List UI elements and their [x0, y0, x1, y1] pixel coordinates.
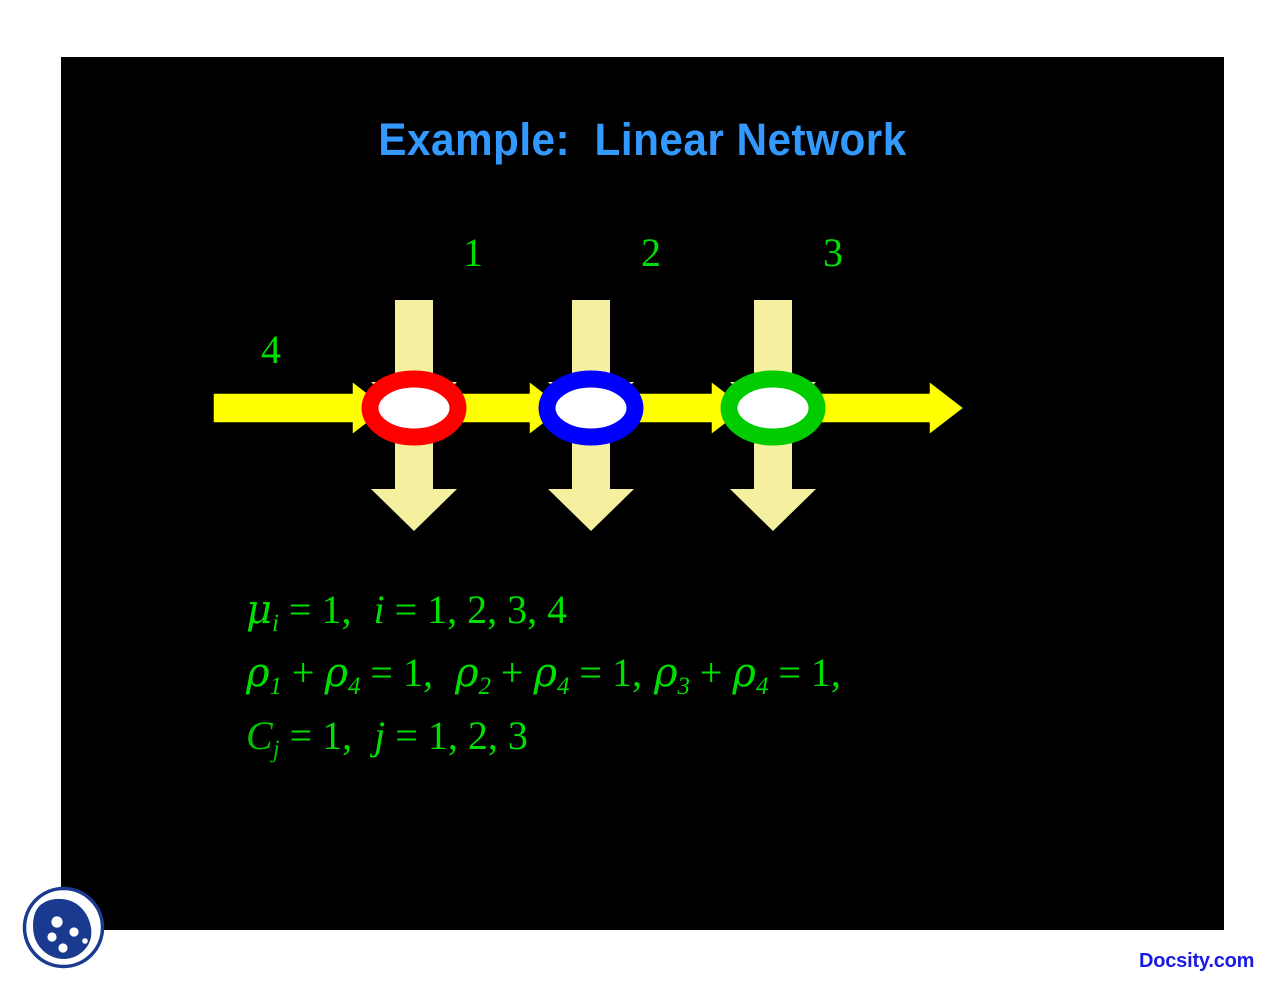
equals-operator-2: = [569, 650, 612, 695]
station-node-1[interactable] [361, 370, 467, 446]
rho-sum-value-2: 1, [611, 650, 642, 695]
station-node-2-ring [538, 370, 644, 446]
logo-chip-4 [58, 943, 68, 953]
inflow-link-label: 4 [261, 327, 281, 372]
flow-arrow-outflow [800, 379, 966, 437]
docsity-logo-svg [22, 886, 105, 969]
mu-equals-value: = 1, [278, 587, 352, 632]
output-arrow-node-2 [548, 420, 634, 531]
equation-line-3: Cj = 1,j = 1, 2, 3 [246, 713, 1146, 763]
index-i-symbol: i [373, 587, 385, 632]
index-j-range: = 1, 2, 3 [385, 713, 528, 758]
equation-line-1: μi = 1,i = 1, 2, 3, 4 [246, 587, 1146, 637]
station-node-2-label: 2 [641, 230, 661, 275]
capacity-c-subscript: j [272, 736, 280, 764]
rho-symbol-3b: ρ [732, 650, 756, 696]
mu-symbol: μ [246, 587, 272, 633]
slide-canvas: Example: Linear Network [61, 57, 1224, 930]
rho-subscript-2b: 4 [556, 673, 570, 701]
equals-operator-1: = [360, 650, 403, 695]
page-title: Example: Linear Network [378, 114, 907, 165]
rho-sum-value-3: 1, [810, 650, 841, 695]
logo-chip-3 [47, 932, 57, 942]
station-nodes-group [361, 370, 826, 446]
rho-symbol-2b: ρ [533, 650, 557, 696]
plus-operator-1: + [281, 650, 325, 695]
index-j-symbol: j [374, 713, 386, 758]
plus-operator-3: + [689, 650, 733, 695]
station-node-3-ring [720, 370, 826, 446]
equals-operator-3: = [768, 650, 811, 695]
rho-subscript-3b: 4 [755, 673, 769, 701]
index-i-range: = 1, 2, 3, 4 [384, 587, 568, 632]
rho-subscript-1b: 4 [348, 673, 361, 701]
logo-cookie-shape [33, 898, 92, 959]
equation-line-2: ρ1 + ρ4 = 1,ρ2 + ρ4 = 1,ρ3 + ρ4 = 1, [246, 650, 1146, 700]
logo-chip-1 [51, 916, 63, 928]
station-node-1-ring [361, 370, 467, 446]
station-node-3[interactable] [720, 370, 826, 446]
output-arrow-node-3 [730, 420, 816, 531]
network-diagram: 1 2 3 4 [61, 57, 1224, 930]
docsity-wordmark[interactable]: Docsity.com [1139, 950, 1255, 972]
logo-chip-5 [82, 938, 88, 944]
output-arrow-node-1 [371, 420, 457, 531]
rho-symbol-2a: ρ [454, 650, 479, 696]
rho-symbol-3a: ρ [653, 650, 678, 696]
docsity-cookie-logo[interactable] [17, 881, 110, 974]
station-node-2[interactable] [538, 370, 644, 446]
network-diagram-svg [212, 300, 966, 531]
rho-subscript-3a: 3 [677, 673, 690, 701]
station-node-3-label: 3 [823, 230, 843, 275]
logo-chip-2 [69, 927, 79, 937]
flow-arrow-inflow [212, 379, 389, 437]
output-arrows-group [371, 420, 816, 531]
rho-subscript-2a: 2 [478, 673, 491, 701]
capacity-c-symbol: C [246, 713, 273, 758]
station-node-1-label: 1 [463, 230, 483, 275]
rho-symbol-1b: ρ [324, 650, 348, 696]
equation-block: μi = 1,i = 1, 2, 3, 4 ρ1 + ρ4 = 1,ρ2 + ρ… [246, 590, 1146, 779]
plus-operator-2: + [490, 650, 534, 695]
capacity-equals-value: = 1, [279, 713, 353, 758]
rho-symbol-1a: ρ [246, 650, 270, 696]
rho-sum-value-1: 1, [402, 650, 433, 695]
mu-subscript: i [272, 610, 279, 638]
rho-subscript-1a: 1 [269, 673, 282, 701]
